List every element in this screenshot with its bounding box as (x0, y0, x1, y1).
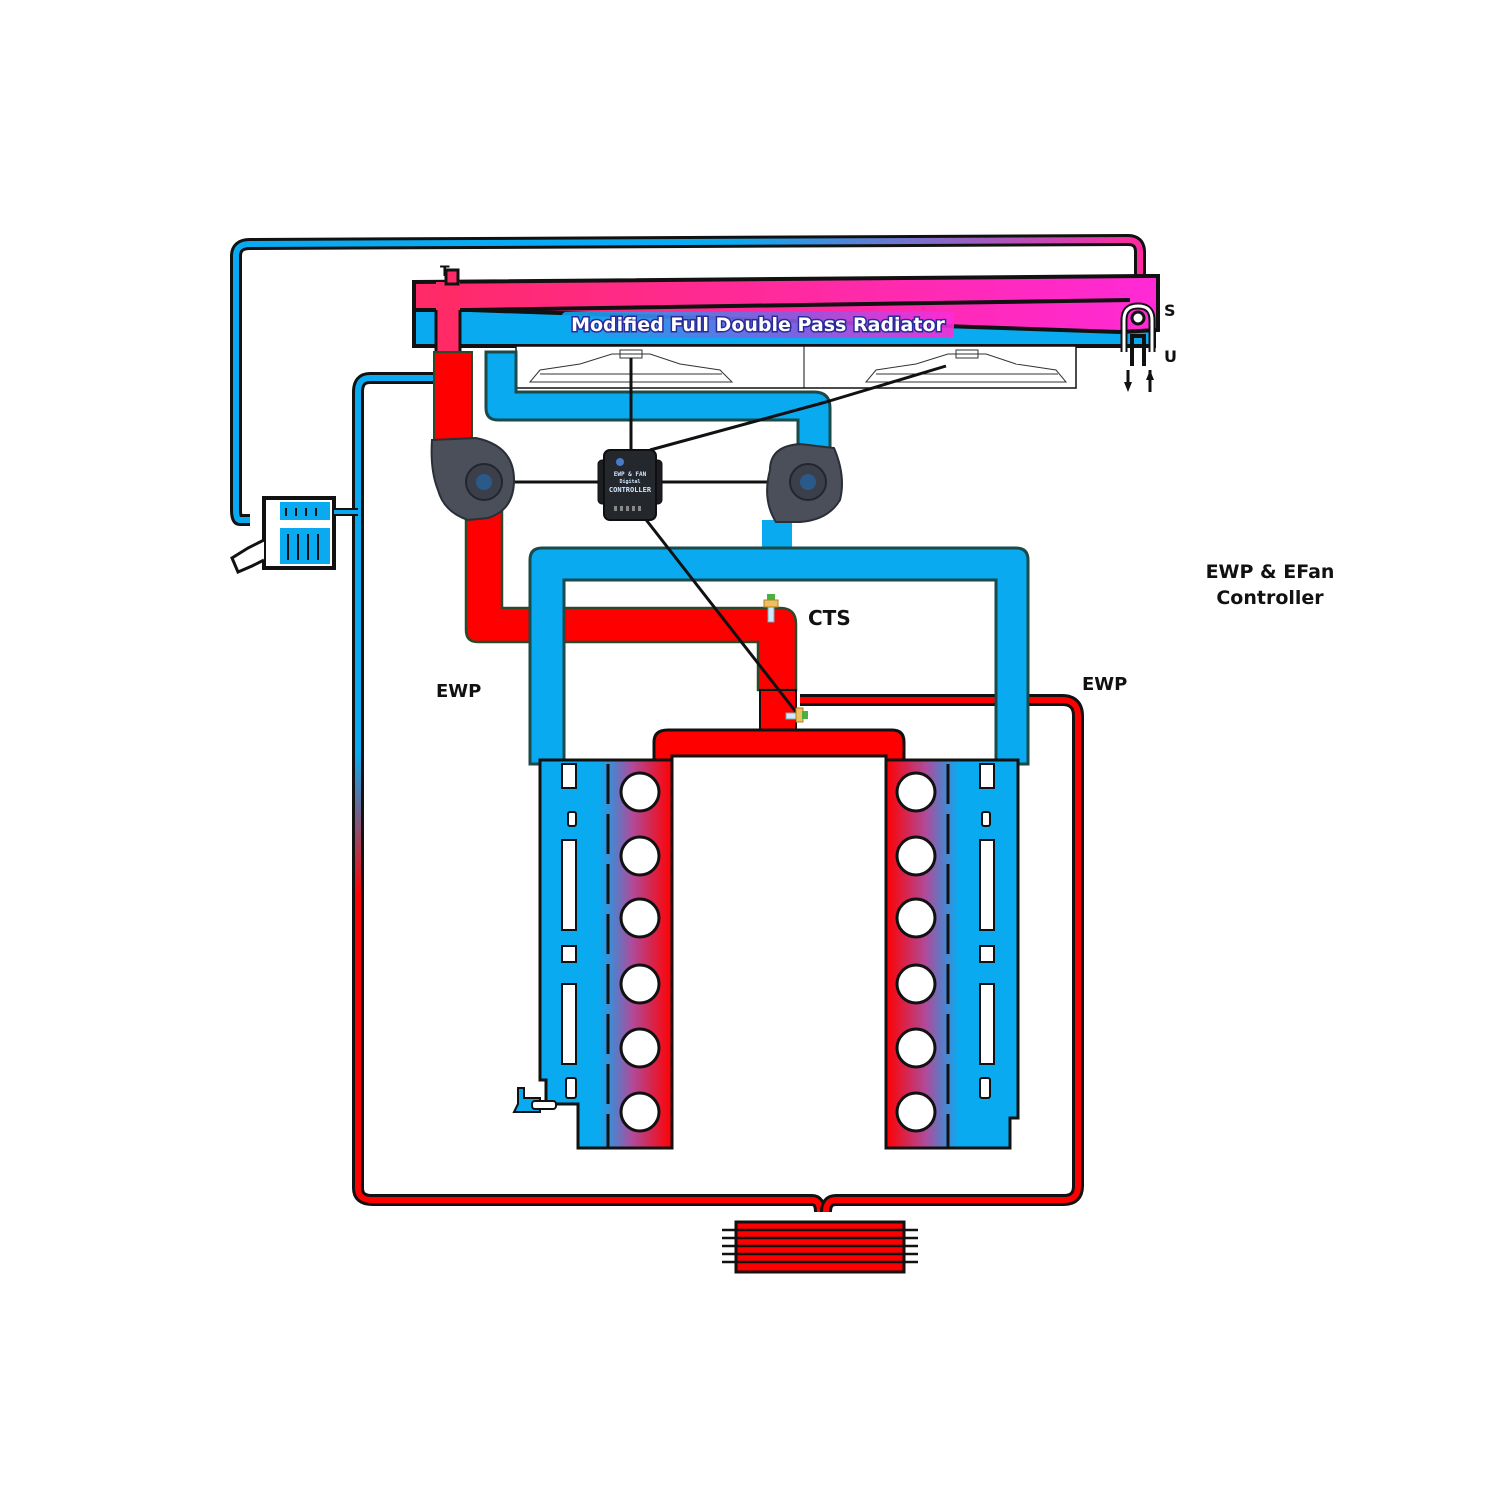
heater-feed-hose (800, 694, 1084, 1213)
fan-shroud (515, 345, 1077, 389)
controller-box-line3: CONTROLLER (609, 486, 652, 494)
heater-core (722, 1220, 918, 1274)
ewp-right-pump (766, 442, 843, 523)
cts-sensor-icon (785, 707, 808, 723)
controller-box-line2: Digital (619, 479, 640, 485)
engine-right-bank (884, 758, 1020, 1150)
electric-fan-icon (528, 349, 734, 388)
electric-fan-icon (864, 349, 1068, 383)
label-controller-line1: EWP & EFan (1206, 561, 1335, 583)
engine-left-bank (538, 758, 674, 1150)
label-controller-line2: Controller (1216, 587, 1324, 609)
label-ewp-right: EWP (1082, 674, 1127, 695)
drain-tap-icon (512, 1087, 557, 1113)
radiator-title: Modified Full Double Pass Radiator (571, 314, 945, 336)
radiator: T Modified Full Double Pass Radiator (412, 264, 1160, 354)
heater-return-hose (352, 372, 826, 1213)
overflow-tank (230, 496, 358, 574)
switch-label-u: U (1164, 347, 1177, 366)
radiator-cap-marker: T (440, 264, 450, 280)
overflow-hose (230, 233, 1146, 526)
left-pump-outlet-hose (464, 498, 798, 692)
cts-sensor-icon (763, 594, 779, 623)
radiator-outlet-hose (433, 351, 473, 443)
label-ewp-left: EWP (436, 681, 481, 702)
label-cts: CTS (808, 606, 851, 630)
controller-box-line1: EWP & FAN (614, 471, 647, 478)
control-wiring (478, 364, 947, 713)
fan-temperature-switch: S U (1120, 301, 1177, 392)
digital-controller-box: EWP & FAN Digital CONTROLLER (597, 449, 663, 521)
ewp-left-pump (430, 436, 516, 522)
switch-label-s: S (1164, 301, 1176, 320)
